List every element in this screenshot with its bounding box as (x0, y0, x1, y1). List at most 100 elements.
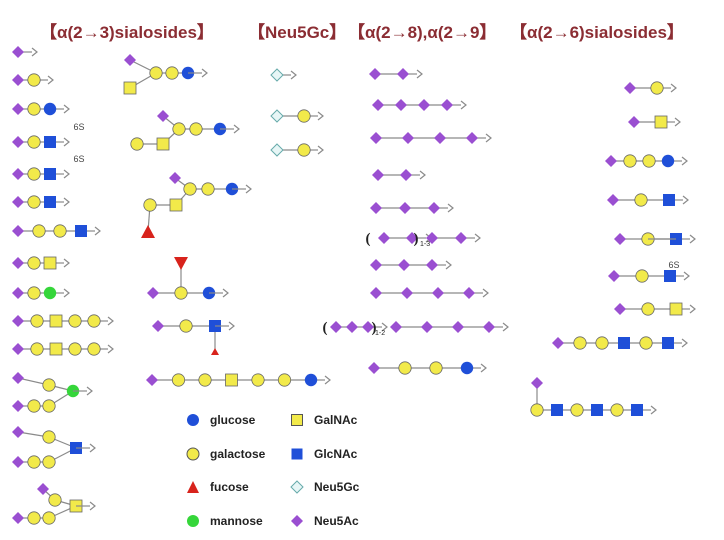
neu5ac-diamond (372, 99, 384, 111)
galactose-circle (179, 319, 193, 333)
neu5ac-diamond (426, 259, 438, 271)
neu5ac-diamond (428, 202, 440, 214)
neu5ac-diamond (37, 483, 49, 495)
glcnac-square (664, 270, 676, 282)
legend-label-galactose: galactose (210, 447, 266, 461)
neu5ac-diamond (406, 232, 418, 244)
glucose-circle (460, 361, 474, 375)
reducing-end-arrow (502, 322, 509, 332)
reducing-end-arrow (681, 338, 688, 348)
neu5ac-diamond (552, 337, 564, 349)
legend-glcnac: GlcNAc (290, 444, 357, 464)
reducing-end-arrow (324, 375, 331, 385)
reducing-end-arrow (107, 344, 114, 354)
reducing-end-arrow (31, 47, 38, 57)
reducing-end-arrow (381, 322, 388, 332)
sulfate-label: 6S (668, 260, 679, 270)
galactose-circle (198, 373, 212, 387)
neu5ac-diamond (426, 232, 438, 244)
neu5ac-diamond (399, 202, 411, 214)
glcnac-square (44, 196, 56, 208)
legend-label-galnac: GalNAc (314, 413, 358, 427)
galactose-circle (53, 224, 67, 238)
galactose-circle (68, 342, 82, 356)
neu5ac-diamond (12, 168, 24, 180)
reducing-end-arrow (689, 234, 696, 244)
repeat-bracket: ) (372, 320, 377, 336)
reducing-end-arrow (317, 145, 324, 155)
neu5ac-diamond (614, 303, 626, 315)
galactose-circle (68, 314, 82, 328)
glucose-circle (661, 154, 675, 168)
neu5ac-diamond (608, 270, 620, 282)
galactose-circle (27, 455, 41, 469)
neu5ac-diamond (370, 202, 382, 214)
neu5ac-diamond (432, 287, 444, 299)
glcnac-square (662, 337, 674, 349)
neu5ac-diamond (157, 110, 169, 122)
reducing-end-arrow (650, 405, 657, 415)
header-a28-a29: 【α(2→8),α(2→9】 (348, 23, 497, 42)
galnac-square (156, 137, 170, 151)
neu5ac-diamond (605, 155, 617, 167)
neu5ac-diamond (401, 287, 413, 299)
galactose-circle (297, 143, 311, 157)
neu5ac-diamond (463, 287, 475, 299)
galactose-circle (165, 66, 179, 80)
neu5ac-diamond (397, 68, 409, 80)
neu5ac-diamond (441, 99, 453, 111)
neu5ac-diamond (12, 196, 24, 208)
legend-fucose: fucose (186, 477, 249, 497)
galactose-circle (201, 182, 215, 196)
neu5ac-diamond (390, 321, 402, 333)
repeat-bracket: ) (414, 231, 419, 247)
neu5ac-diamond (370, 132, 382, 144)
neu5ac-diamond (418, 99, 430, 111)
legend-galnac: GalNAc (290, 410, 357, 430)
galactose-circle (27, 256, 41, 270)
legend-neu5ac: Neu5Ac (290, 511, 359, 531)
reducing-end-arrow (474, 233, 481, 243)
galnac-square (669, 302, 683, 316)
reducing-end-arrow (63, 258, 70, 268)
galactose-circle (570, 403, 584, 417)
reducing-end-arrow (245, 184, 252, 194)
neu5gc-diamond (270, 68, 284, 82)
reducing-end-arrow (228, 321, 235, 331)
glucose-circle (43, 102, 57, 116)
neu5ac-diamond (12, 74, 24, 86)
legend-label-neu5ac: Neu5Ac (314, 514, 359, 528)
neu5ac-diamond (466, 132, 478, 144)
neu5ac-diamond (12, 343, 24, 355)
neu5ac-diamond (12, 103, 24, 115)
glcnac-square-icon (291, 448, 303, 460)
glcnac-square (44, 168, 56, 180)
galactose-circle (87, 342, 101, 356)
reducing-end-arrow (94, 226, 101, 236)
legend-glucose: glucose (186, 410, 255, 430)
neu5ac-diamond (368, 362, 380, 374)
galactose-circle (27, 195, 41, 209)
reducing-end-arrow (482, 288, 489, 298)
neu5ac-diamond (370, 259, 382, 271)
galactose-circle (32, 224, 46, 238)
galactose-circle (634, 193, 648, 207)
galactose-circle (183, 182, 197, 196)
galnac-square (49, 314, 63, 328)
neu5ac-diamond (12, 512, 24, 524)
neu5ac-diamond (624, 82, 636, 94)
galactose-circle (171, 373, 186, 387)
fucose-triangle-icon (187, 481, 199, 493)
fucose-triangle (211, 348, 219, 355)
neu5ac-diamond (628, 116, 640, 128)
neu5ac-diamond (169, 172, 181, 184)
galactose-circle (429, 361, 443, 375)
mannose-circle-icon (187, 515, 199, 527)
galactose-circle (42, 455, 56, 469)
galactose-circle (639, 336, 653, 350)
repeat-bracket: ( (366, 231, 371, 247)
galactose-circle-icon (186, 447, 200, 461)
neu5ac-diamond (346, 321, 358, 333)
reducing-end-arrow (222, 288, 229, 298)
header-a23-sialosides: 【α(2→3)sialosides】 (40, 23, 214, 42)
